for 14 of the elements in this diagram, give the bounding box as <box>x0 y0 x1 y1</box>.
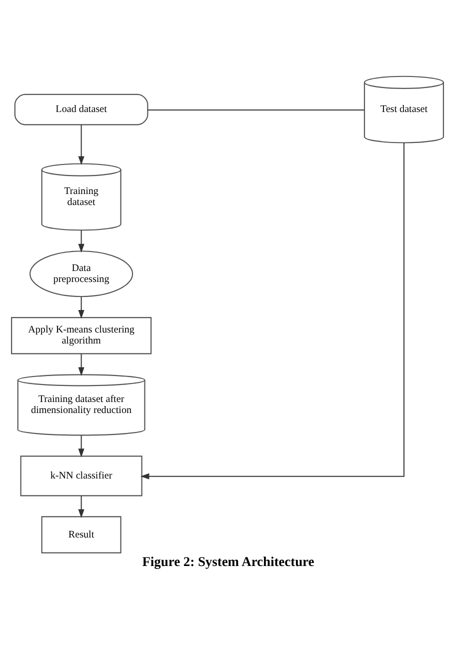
node-ellipse: Data preprocessing <box>30 250 134 298</box>
node-box: Load dataset <box>14 94 148 126</box>
arrow <box>78 354 84 376</box>
node-box: k-NN classifier <box>20 456 142 496</box>
arrow <box>78 124 84 165</box>
node-box: Result <box>41 516 122 554</box>
arrow <box>140 142 404 480</box>
node-box: Apply K-means clustering algorithm <box>11 316 152 354</box>
caption: Figure 2: System Architecture <box>142 554 314 570</box>
arrow <box>78 496 84 518</box>
connector <box>148 109 364 110</box>
arrow <box>78 435 84 458</box>
arrow <box>78 230 84 253</box>
arrow <box>78 296 84 319</box>
